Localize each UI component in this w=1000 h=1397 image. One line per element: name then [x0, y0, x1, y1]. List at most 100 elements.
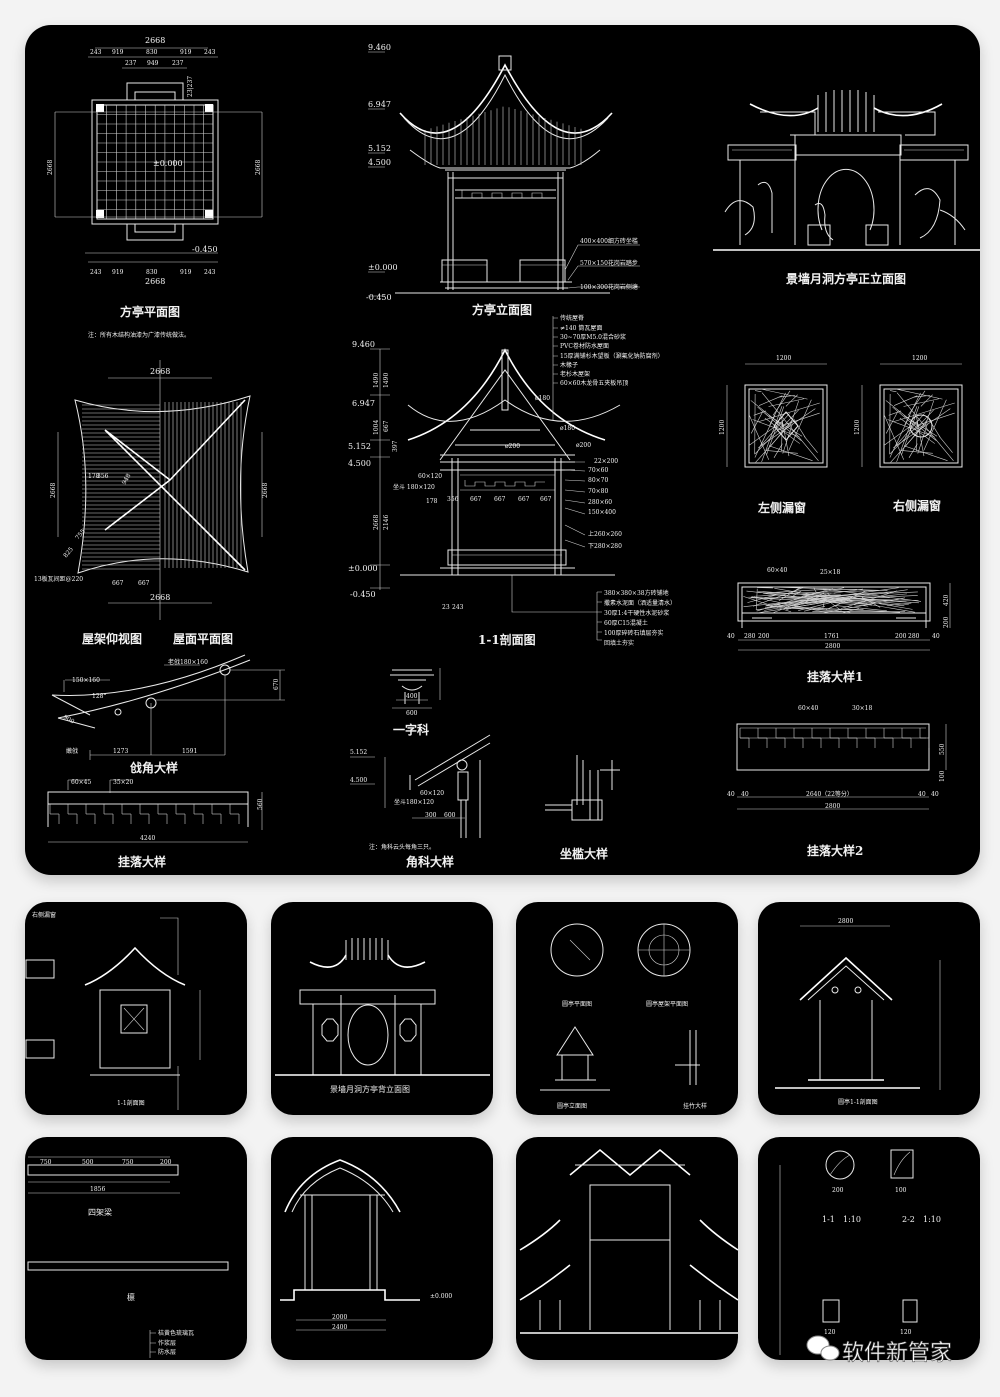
- left-window-lattice: [749, 388, 820, 463]
- line-stroke: [822, 588, 922, 602]
- dim: 2146: [383, 515, 390, 530]
- line-stroke: [781, 412, 820, 426]
- dim: 750: [122, 1159, 134, 1166]
- column: [205, 210, 213, 218]
- dim: 1200: [912, 355, 927, 362]
- line-stroke: [887, 419, 935, 438]
- line-stroke: [842, 608, 859, 614]
- dim: 2668: [150, 367, 170, 376]
- dim: 200: [943, 616, 950, 628]
- roof-callout: 传统屋脊: [560, 314, 584, 322]
- line-stroke: [761, 388, 808, 400]
- thumbnail-8[interactable]: [758, 1137, 980, 1360]
- line-stroke: [784, 599, 877, 604]
- level-mark: 5.152: [350, 749, 367, 756]
- dim: 237: [125, 60, 137, 67]
- thumbnail-2[interactable]: [271, 902, 493, 1115]
- member-label: 坐斗 180×120: [393, 483, 435, 491]
- fret-lattice: [49, 803, 246, 824]
- dim: 600: [406, 710, 418, 717]
- member-label: 60×120: [418, 473, 442, 480]
- thumbnail-6-drawing: 2000 2400 ±0.000: [280, 1159, 452, 1331]
- line-stroke: [773, 443, 783, 458]
- scale-label: 1:10: [843, 1215, 861, 1224]
- line-stroke: [908, 443, 918, 458]
- dim: 919: [112, 49, 124, 56]
- line-stroke: [826, 597, 906, 613]
- level-mark: 4.500: [348, 459, 371, 468]
- moon-gate-elevation: 景墙月洞方亭正立面图: [713, 90, 980, 286]
- dim: 40: [918, 791, 926, 798]
- bracket-detail: 400 600 一字科: [390, 668, 441, 737]
- line-stroke: [768, 398, 805, 407]
- line-stroke: [889, 390, 897, 393]
- drawing-title: 戗角大样: [130, 760, 178, 775]
- line-stroke: [753, 594, 785, 597]
- dim: 23|237: [187, 76, 194, 97]
- level-mark: 6.947: [352, 399, 375, 408]
- line-stroke: [916, 412, 955, 426]
- dim: 60×40: [798, 705, 818, 712]
- thumb-caption: 圆亭1-1剖面图: [838, 1098, 878, 1106]
- dim: 2640（22等分）: [806, 790, 853, 798]
- level-mark: 5.152: [348, 442, 371, 451]
- thumbnail-3[interactable]: [516, 902, 738, 1115]
- watermark-text: 软件新管家: [842, 1341, 952, 1366]
- dim: 2668: [150, 593, 170, 602]
- line-stroke: [805, 592, 841, 595]
- line-stroke: [887, 602, 912, 606]
- thumbnail-3-drawing: 圆亭平面图 圆亭屋架平面图 圆亭立面图 挂竹大样: [540, 923, 707, 1110]
- dim: 2000: [332, 1314, 347, 1321]
- line-stroke: [903, 445, 948, 461]
- line-stroke: [903, 415, 938, 437]
- dim: 25×18: [820, 569, 840, 576]
- thumbnail-7[interactable]: [516, 1137, 738, 1360]
- section-label: 1-1: [822, 1215, 835, 1224]
- line-stroke: [750, 597, 868, 605]
- watermark: 软件新管家: [806, 1335, 952, 1366]
- line-stroke: [761, 392, 819, 461]
- dim: 40: [727, 633, 735, 640]
- line-stroke: [939, 436, 953, 453]
- right-window-lattice: [884, 388, 955, 463]
- drawing-title: 1-1剖面图: [478, 632, 536, 647]
- drawing-title: 挂落大样1: [807, 669, 863, 684]
- dim: 356: [447, 496, 459, 503]
- roof-tile-lines: [82, 402, 242, 570]
- dim: 1200: [719, 420, 726, 435]
- dim: 919: [180, 269, 192, 276]
- drawing-title: 角科大样: [406, 854, 454, 869]
- line-stroke: [923, 399, 947, 451]
- dim: 2668: [255, 160, 262, 175]
- radius-label: ø200: [576, 442, 591, 449]
- roof-plan: 2668 2668 2668 667 667 2668 178 356 948 …: [34, 360, 269, 646]
- drawing-title: 方亭平面图: [120, 304, 180, 319]
- line-stroke: [769, 392, 786, 426]
- dim: 397: [392, 440, 399, 452]
- thumbnail-1[interactable]: [25, 902, 247, 1115]
- line-stroke: [798, 596, 853, 611]
- dim: 200: [160, 1159, 172, 1166]
- roof-callout: 60×60木龙骨五夹板吊顶: [560, 379, 628, 387]
- drawing-title: 挂落大样2: [807, 843, 863, 858]
- dim: 2800: [838, 918, 853, 925]
- dim: 2668: [50, 483, 57, 498]
- line-stroke: [750, 411, 764, 434]
- thumbnail-5[interactable]: [25, 1137, 247, 1360]
- line-stroke: [757, 592, 890, 599]
- level-mark: 9.460: [352, 340, 375, 349]
- drawing-title: 一字科: [393, 722, 429, 737]
- dim: 243: [204, 269, 216, 276]
- thumbnail-6[interactable]: [271, 1137, 493, 1360]
- dim: 2668: [145, 36, 165, 45]
- dim: 2668: [47, 160, 54, 175]
- line-stroke: [791, 596, 874, 604]
- line-stroke: [750, 400, 802, 441]
- dim: 949: [147, 60, 159, 67]
- dim: 667: [383, 420, 390, 432]
- line-stroke: [788, 399, 812, 451]
- line-stroke: [765, 450, 798, 454]
- line-stroke: [893, 395, 918, 406]
- dim: 1004: [373, 420, 380, 435]
